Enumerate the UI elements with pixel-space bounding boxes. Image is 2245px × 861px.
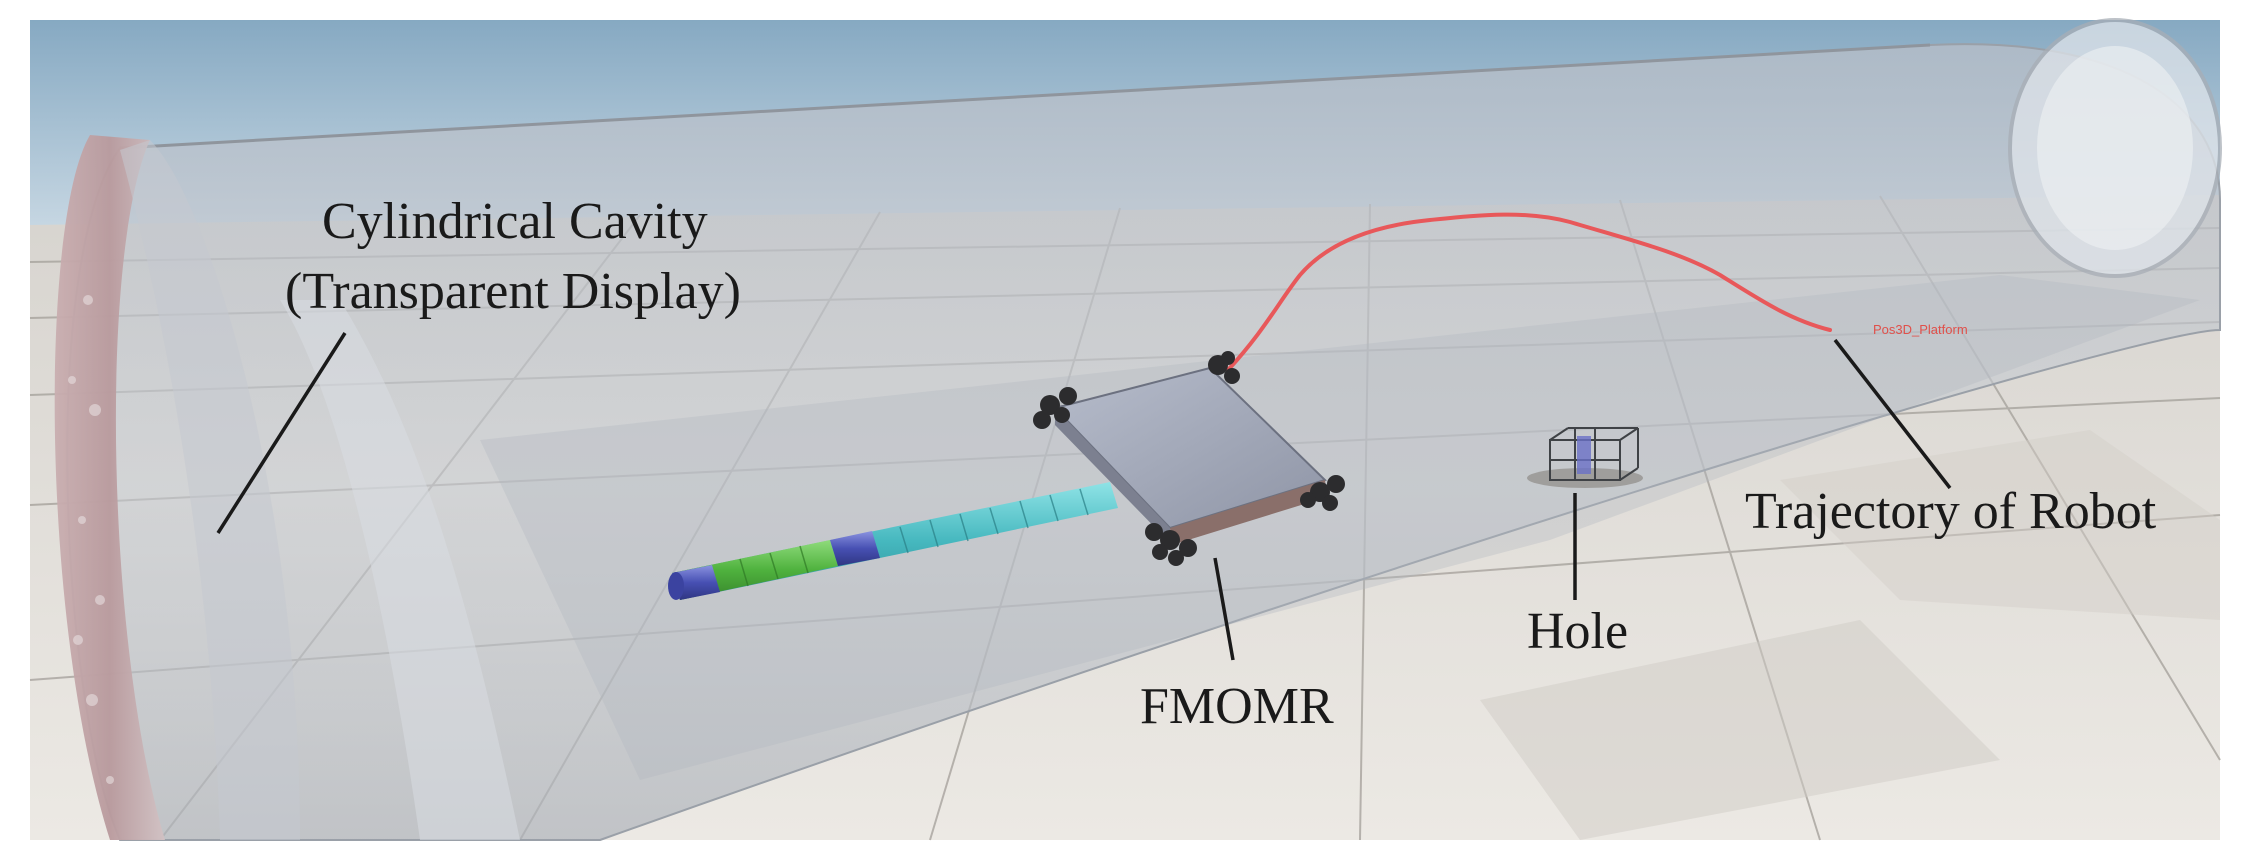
cavity-inner-wall-left xyxy=(280,300,520,840)
trajectory-callout-line xyxy=(1833,338,1952,490)
hole-label: Hole xyxy=(1527,603,1628,660)
floor-shadow-tile xyxy=(1480,620,2000,840)
cavity-label-line2: (Transparent Display) xyxy=(285,263,741,320)
cavity-label-line1: Cylindrical Cavity xyxy=(322,193,708,250)
cavity-far-end xyxy=(2008,18,2222,278)
robot-wheels xyxy=(1033,351,1345,566)
cavity-top-edge xyxy=(119,43,1931,150)
cavity-callout-line xyxy=(216,332,347,534)
cavity-near-end xyxy=(54,135,300,840)
trajectory-path xyxy=(1226,212,1832,372)
floor-shadow-tile xyxy=(1780,430,2220,620)
robot-label: FMOMR xyxy=(1140,678,1334,735)
robot-callout-line xyxy=(1213,557,1235,661)
hole-marker xyxy=(1527,427,1643,488)
robot-arm xyxy=(668,482,1118,600)
platform-marker-label: Pos3D_Platform xyxy=(1873,322,1968,337)
fmomr-robot xyxy=(668,351,1345,600)
cavity-inner-floor xyxy=(480,275,2200,780)
trajectory-label: Trajectory of Robot xyxy=(1745,483,2157,540)
callout-lines xyxy=(216,332,1952,661)
